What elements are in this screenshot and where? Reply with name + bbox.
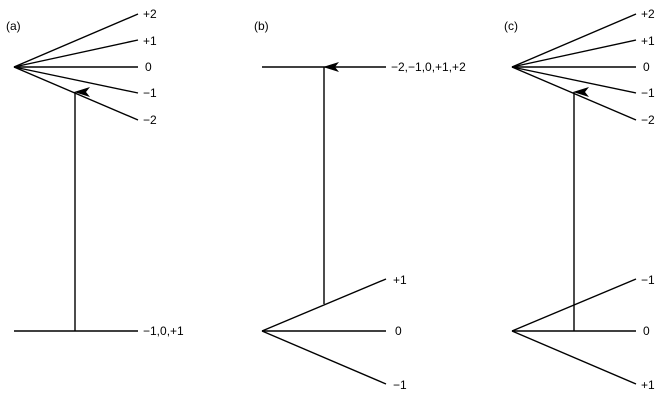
panel-c-upper-label: −1 — [641, 86, 655, 100]
panel-c-lower-level-line — [511, 330, 637, 385]
panel-b: (b) −2,−1,0,+1,+2 +1 0 −1 — [254, 19, 466, 392]
panel-b-upper-label: −2,−1,0,+1,+2 — [391, 60, 466, 74]
panel-c-upper-label: +1 — [641, 34, 655, 48]
panel-a-upper-level-line — [13, 13, 139, 68]
panel-b-label: (b) — [254, 19, 269, 33]
panel-a-upper-label: −2 — [143, 113, 157, 127]
panel-a-upper-level-line — [13, 39, 139, 68]
panel-a-upper-label: +2 — [143, 7, 157, 21]
panel-a-lower-label: −1,0,+1 — [143, 324, 184, 338]
panel-c-upper-level-line — [511, 66, 637, 94]
panel-a-label: (a) — [6, 19, 21, 33]
panel-b-lower-level-line — [261, 330, 387, 385]
panel-c-upper-label: −2 — [641, 113, 655, 127]
panel-a-upper-label: 0 — [145, 60, 152, 74]
panel-c-lower-label: +1 — [641, 378, 655, 392]
panel-c-lower-label: 0 — [643, 324, 650, 338]
panel-b-lower-label: −1 — [393, 378, 407, 392]
panel-c-lower-label: −1 — [641, 273, 655, 287]
panel-c: (c) +2 +1 0 −1 −2 −1 0 +1 — [504, 7, 655, 392]
panel-a-upper-level-line — [13, 66, 139, 121]
panel-c-upper-label: 0 — [643, 60, 650, 74]
panel-c-label: (c) — [504, 19, 518, 33]
panel-a-upper-label: +1 — [143, 34, 157, 48]
panel-a-upper-label: −1 — [143, 86, 157, 100]
panel-c-upper-label: +2 — [641, 7, 655, 21]
panel-b-lower-label: 0 — [395, 324, 402, 338]
panel-a-upper-level-line — [13, 66, 139, 94]
panel-c-upper-level-line — [511, 39, 637, 68]
panel-c-upper-level-line — [511, 13, 637, 68]
panel-a: (a) +2 +1 0 −1 −2 −1,0,+1 — [6, 7, 184, 338]
panel-b-lower-level-line — [261, 278, 387, 332]
panel-b-lower-label: +1 — [393, 273, 407, 287]
